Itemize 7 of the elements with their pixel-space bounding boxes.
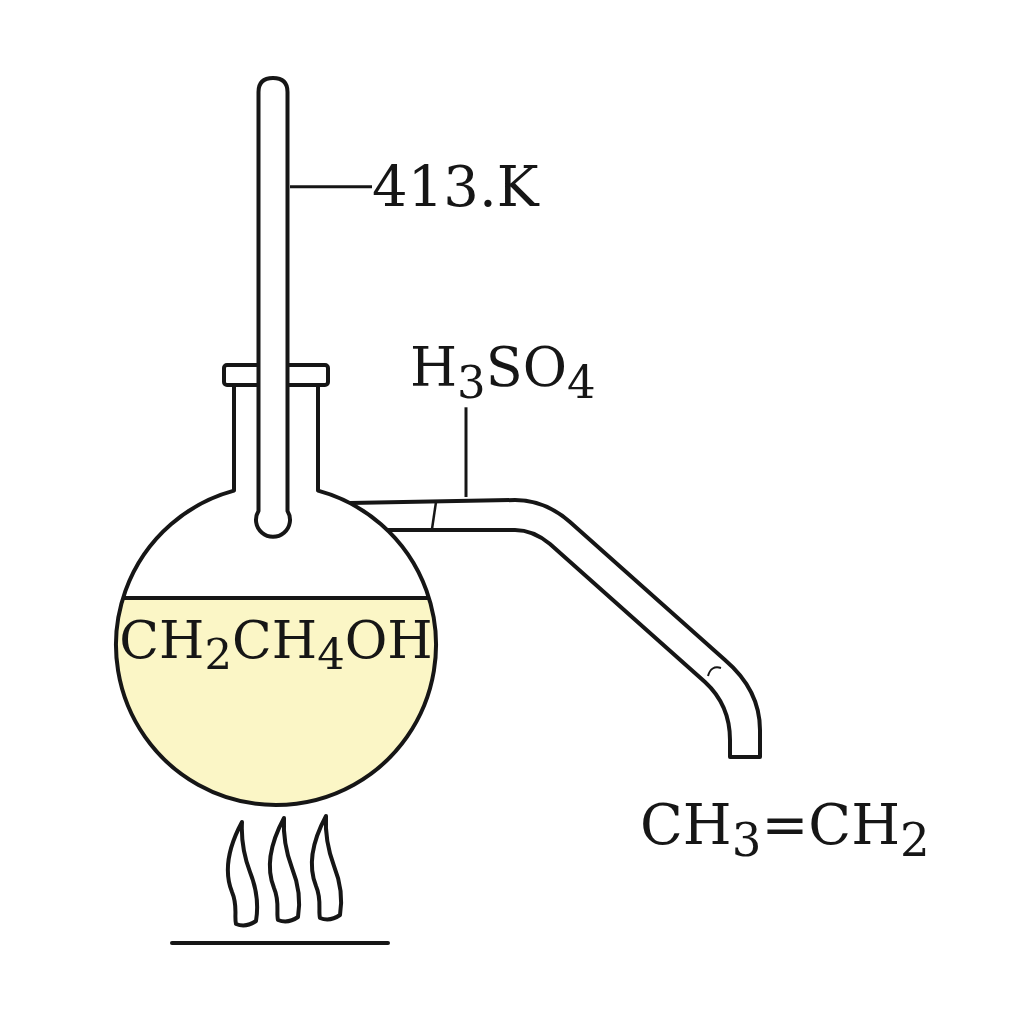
temperature-label: 413.K [372,156,539,218]
formula-label: CH$_{2}$CH$_{4}$OH [119,612,433,680]
leader-line [464,407,468,497]
leader-line [290,185,372,189]
product-formula-label: CH$_{3}$=CH$_{2}$ [640,794,930,867]
thermometer [256,76,290,542]
reagent-label: H$_{3}$SO$_{4}$ [410,338,596,408]
